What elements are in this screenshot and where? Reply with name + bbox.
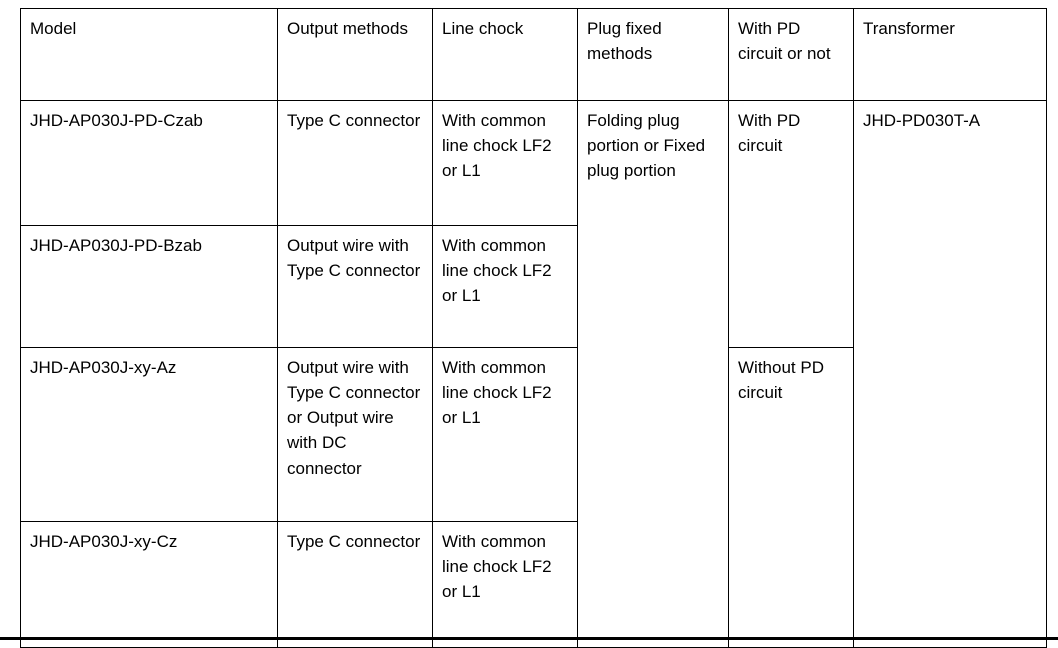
column-header-line-chock: Line chock — [432, 8, 578, 101]
cell-output-methods: Type C connector — [277, 100, 433, 226]
cell-pd-circuit: Without PD circuit — [728, 347, 854, 648]
cell-plug-fixed-methods: Folding plug portion or Fixed plug porti… — [577, 100, 729, 648]
cell-output-methods: Output wire with Type C connector or Out… — [277, 347, 433, 522]
table-row: JHD-AP030J-PD-Bzab Output wire with Type… — [20, 225, 1047, 348]
table-row: JHD-AP030J-xy-Cz Type C connector With c… — [20, 521, 1047, 648]
column-header-plug-fixed-methods: Plug fixed methods — [577, 8, 729, 101]
product-specification-table: Model Output methods Line chock Plug fix… — [20, 8, 1047, 648]
cell-output-methods: Output wire with Type C connector — [277, 225, 433, 348]
specification-table-container: Model Output methods Line chock Plug fix… — [20, 8, 1047, 648]
cell-line-chock: With common line chock LF2 or L1 — [432, 100, 578, 226]
cell-pd-circuit: With PD circuit — [728, 100, 854, 348]
table-header-row: Model Output methods Line chock Plug fix… — [20, 8, 1047, 101]
column-header-transformer: Transformer — [853, 8, 1047, 101]
cell-line-chock: With common line chock LF2 or L1 — [432, 225, 578, 348]
column-header-output-methods: Output methods — [277, 8, 433, 101]
cell-model: JHD-AP030J-xy-Cz — [20, 521, 278, 648]
table-row: JHD-AP030J-xy-Az Output wire with Type C… — [20, 347, 1047, 648]
cell-model: JHD-AP030J-PD-Bzab — [20, 225, 278, 348]
column-header-model: Model — [20, 8, 278, 101]
column-header-pd-circuit: With PD circuit or not — [728, 8, 854, 101]
cell-line-chock: With common line chock LF2 or L1 — [432, 521, 578, 648]
cell-model: JHD-AP030J-xy-Az — [20, 347, 278, 522]
cell-model: JHD-AP030J-PD-Czab — [20, 100, 278, 226]
table-row: JHD-AP030J-PD-Czab Type C connector With… — [20, 100, 1047, 648]
cell-transformer: JHD-PD030T-A — [853, 100, 1047, 648]
cell-output-methods: Type C connector — [277, 521, 433, 648]
table-bottom-rule — [0, 637, 1058, 640]
cell-line-chock: With common line chock LF2 or L1 — [432, 347, 578, 522]
